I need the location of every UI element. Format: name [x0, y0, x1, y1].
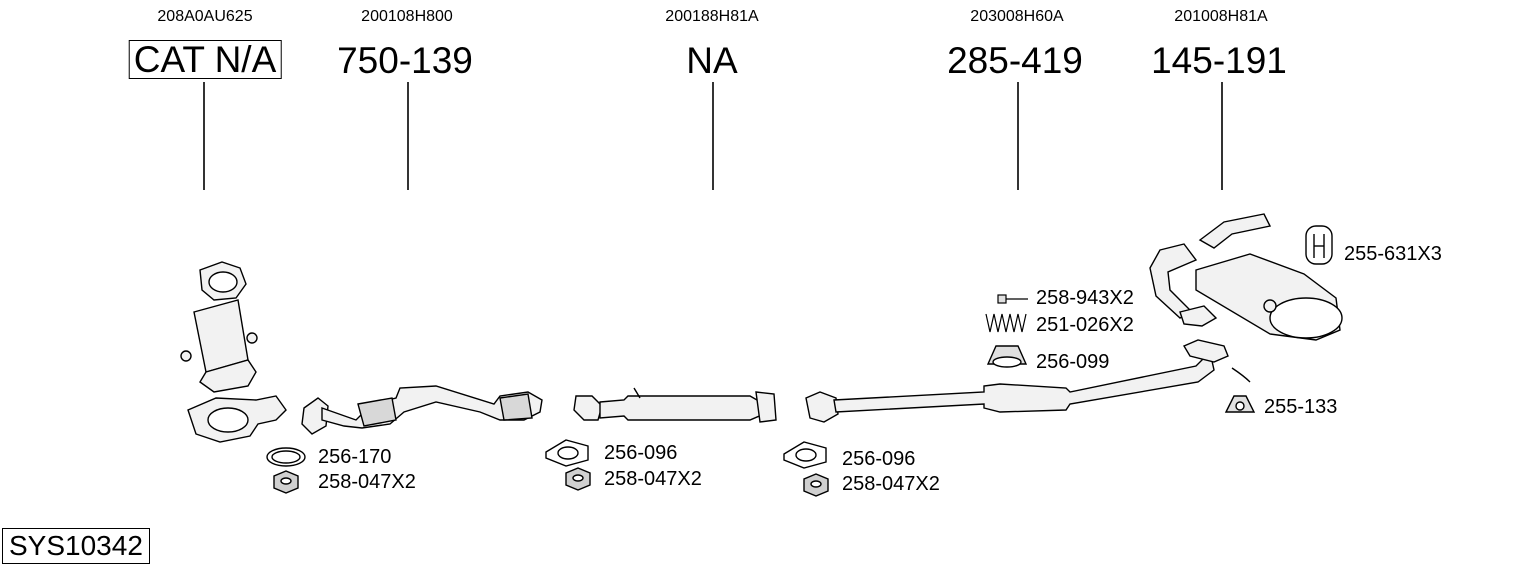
nut-icon [273, 470, 299, 494]
rubber-mount-icon [1305, 225, 1333, 265]
label-mount: 255-631X3 [1344, 243, 1442, 265]
oem-number-center-pipe: 200188H81A [665, 8, 759, 25]
label-nut-middle: 258-047X2 [842, 473, 940, 495]
flange-gasket-icon [545, 439, 589, 467]
label-gasket-center: 256-096 [604, 442, 678, 464]
oem-number-cat: 208A0AU625 [157, 8, 253, 25]
rear-muffler [1149, 213, 1343, 341]
ref-number-front-pipe: 750-139 [337, 40, 473, 81]
label-gasket-256-170: 256-170 [318, 446, 392, 468]
oem-number-middle-pipe: 203008H60A [970, 8, 1064, 25]
sealing-ring-icon [986, 345, 1028, 368]
label-spring: 251-026X2 [1036, 314, 1134, 336]
ref-number-center-pipe: NA [686, 40, 738, 81]
label-bolt: 258-943X2 [1036, 287, 1134, 309]
ref-number-cat: CAT N/A [128, 40, 282, 79]
oem-number-rear-muffler: 201008H81A [1174, 8, 1268, 25]
label-gasket-middle: 256-096 [842, 448, 916, 470]
front-pipe [301, 385, 543, 435]
label-nut-center: 258-047X2 [604, 468, 702, 490]
system-id: SYS10342 [2, 528, 150, 564]
spring-icon [985, 313, 1027, 333]
ref-number-rear-muffler: 145-191 [1151, 40, 1287, 81]
middle-pipe [805, 339, 1251, 423]
flange-gasket-icon [783, 441, 827, 469]
label-ring: 256-099 [1036, 351, 1110, 373]
oem-number-front-pipe: 200108H800 [361, 8, 453, 25]
ref-number-middle-pipe: 285-419 [947, 40, 1083, 81]
label-hanger: 255-133 [1264, 396, 1338, 418]
hanger-icon [1224, 395, 1256, 413]
catalytic-converter [180, 261, 287, 443]
center-pipe [573, 387, 777, 423]
label-nut-front: 258-047X2 [318, 471, 416, 493]
bolt-icon [997, 294, 1028, 304]
gasket-icon [266, 447, 306, 467]
nut-icon [565, 467, 591, 491]
nut-icon [803, 473, 829, 497]
